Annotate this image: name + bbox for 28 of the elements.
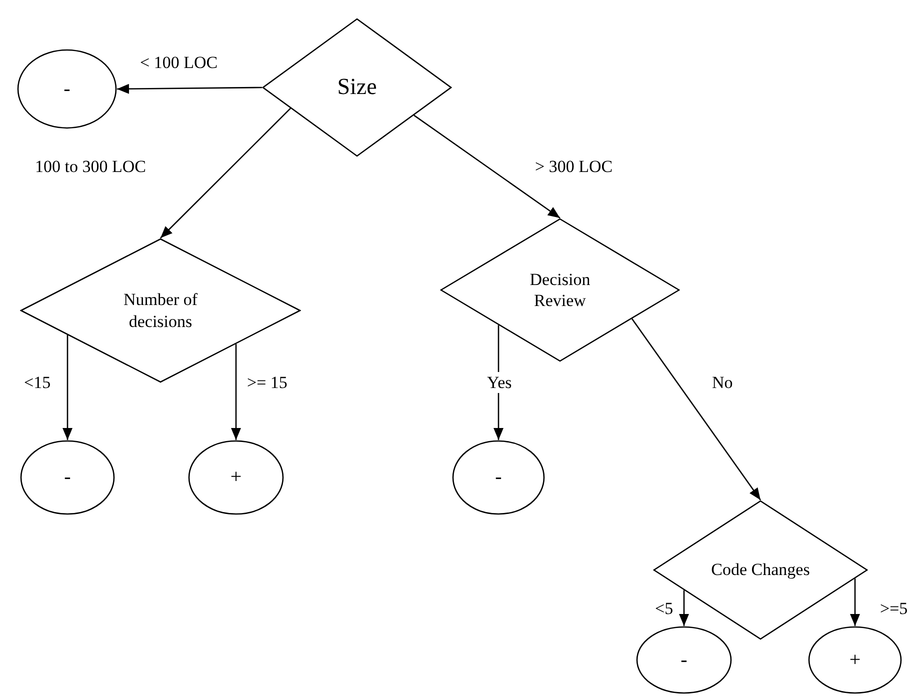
arrow [414, 114, 560, 219]
leaf-circle [636, 626, 732, 694]
node-label: + [849, 648, 861, 672]
decision-diamond [653, 500, 868, 640]
node-label: + [230, 465, 242, 490]
arrow [231, 344, 241, 440]
leaf-circle [452, 440, 545, 515]
arrow [117, 84, 262, 94]
node-label: Number of decisions [122, 289, 199, 332]
leaf-circle [808, 626, 902, 694]
node-label: - [680, 648, 688, 672]
edge-label: Yes [487, 372, 512, 394]
node-label: Size [337, 73, 377, 102]
node-label: - [64, 465, 71, 490]
leaf-circle [20, 440, 115, 515]
leaf-circle [17, 49, 117, 129]
decision-diamond [262, 18, 452, 157]
arrow [160, 108, 291, 238]
node-label: - [495, 465, 502, 490]
arrow [62, 335, 72, 440]
decision-diamond [440, 218, 680, 362]
arrow [679, 590, 689, 626]
arrow [631, 318, 762, 500]
node-label: Decision Review [528, 268, 592, 312]
node-label: - [64, 76, 70, 102]
leaf-circle [188, 440, 284, 515]
node-label: Code Changes [711, 559, 810, 581]
arrow [850, 578, 860, 626]
